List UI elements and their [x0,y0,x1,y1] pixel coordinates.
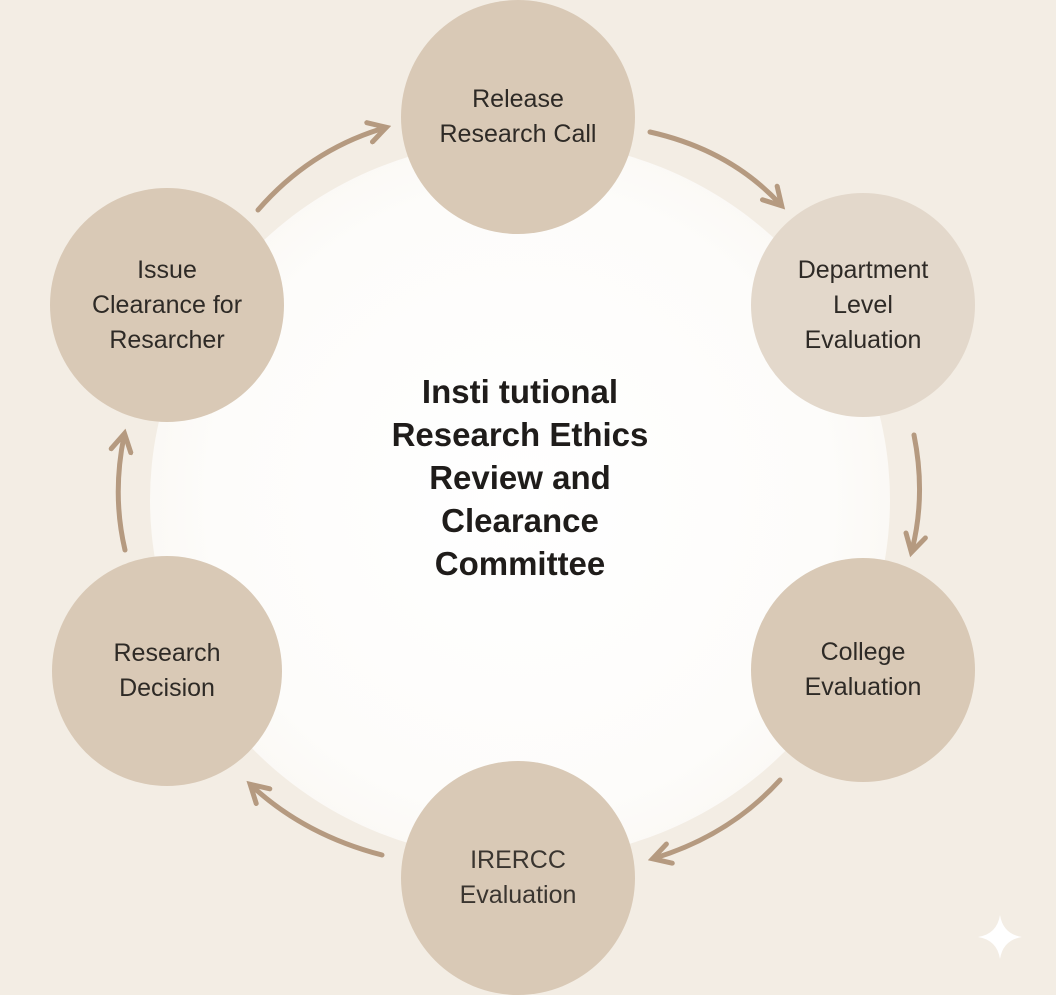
step-irercc-evaluation: IRERCC Evaluation [401,761,635,995]
arrow-issue-to-release [255,120,392,213]
step-research-decision: Research Decision [52,556,282,786]
step-issue-clearance: Issue Clearance for Resarcher [50,188,284,422]
arrow-decision-to-issue [108,428,134,553]
step-label: College Evaluation [804,638,922,701]
sparkle-icon [978,915,1022,959]
step-label: Release Research Call [439,85,597,148]
arrow-release-to-department [647,129,786,210]
step-department-evaluation: Department Level Evaluation [751,193,975,417]
step-label: Issue Clearance for Resarcher [91,255,243,354]
arrow-college-to-irercc [647,777,783,866]
step-label: Department Level Evaluation [797,255,929,354]
step-release-research-call: Release Research Call [401,0,635,234]
arrow-department-to-college [903,432,928,558]
step-college-evaluation: College Evaluation [751,558,975,782]
step-label: IRERCC Evaluation [459,846,577,909]
diagram-title: Insti tutional Research Ethics Review an… [391,373,649,582]
arrow-irercc-to-decision [246,780,385,858]
step-label: Research Decision [113,639,221,702]
